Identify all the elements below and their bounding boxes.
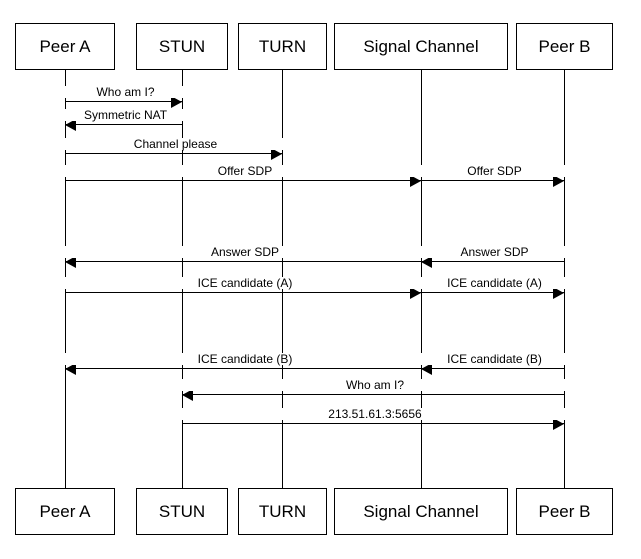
footer-participant-label-signal-channel: Signal Channel	[363, 502, 479, 521]
header-participant-peer-a[interactable]: Peer A	[15, 23, 115, 70]
footer-participant-label-peer-b: Peer B	[538, 502, 591, 521]
header-participant-label-peer-b: Peer B	[538, 37, 591, 56]
arrowhead-right-icon-m13	[553, 418, 564, 430]
message-label-m2: Symmetric NAT	[65, 109, 186, 121]
header-participant-label-signal-channel: Signal Channel	[363, 37, 479, 56]
message-line-m10[interactable]	[421, 368, 564, 369]
footer-participant-label-peer-a: Peer A	[39, 502, 91, 521]
arrowhead-left-icon-m6	[421, 256, 432, 268]
arrowhead-right-icon-m5	[553, 175, 564, 187]
arrowhead-left-icon-m11	[65, 363, 76, 375]
footer-participant-turn[interactable]: TURN	[238, 488, 327, 535]
footer-participant-label-turn: TURN	[258, 502, 307, 521]
arrowhead-right-icon-m4	[410, 175, 421, 187]
header-participant-turn[interactable]: TURN	[238, 23, 327, 70]
message-line-m6[interactable]	[421, 261, 564, 262]
arrowhead-left-icon-m2	[65, 119, 76, 131]
message-line-m11[interactable]	[65, 368, 421, 369]
footer-participant-signal-channel[interactable]: Signal Channel	[334, 488, 508, 535]
arrowhead-left-icon-m10	[421, 363, 432, 375]
footer-participant-peer-b[interactable]: Peer B	[516, 488, 613, 535]
message-label-m13: 213.51.61.3:5656	[182, 408, 568, 420]
message-label-m7: Answer SDP	[65, 246, 425, 258]
arrowhead-left-icon-m12	[182, 389, 193, 401]
arrowhead-right-icon-m8	[410, 287, 421, 299]
message-label-m9: ICE candidate (A)	[421, 277, 568, 289]
message-line-m7[interactable]	[65, 261, 421, 262]
header-participant-label-peer-a: Peer A	[39, 37, 91, 56]
message-label-m4: Offer SDP	[65, 165, 425, 177]
message-line-m12[interactable]	[182, 394, 564, 395]
message-line-m3[interactable]	[65, 153, 282, 154]
message-line-m9[interactable]	[421, 292, 564, 293]
message-line-m13[interactable]	[182, 423, 564, 424]
message-label-m6: Answer SDP	[421, 246, 568, 258]
footer-participant-label-stun: STUN	[158, 502, 206, 521]
header-participant-signal-channel[interactable]: Signal Channel	[334, 23, 508, 70]
message-line-m2[interactable]	[65, 124, 182, 125]
message-label-m12: Who am I?	[182, 379, 568, 391]
message-line-m4[interactable]	[65, 180, 421, 181]
message-label-m10: ICE candidate (B)	[421, 353, 568, 365]
message-label-m5: Offer SDP	[421, 165, 568, 177]
arrowhead-right-icon-m1	[171, 96, 182, 108]
message-label-m1: Who am I?	[65, 86, 186, 98]
footer-participant-stun[interactable]: STUN	[136, 488, 228, 535]
footer-participant-peer-a[interactable]: Peer A	[15, 488, 115, 535]
message-label-m11: ICE candidate (B)	[65, 353, 425, 365]
arrowhead-right-icon-m9	[553, 287, 564, 299]
message-line-m1[interactable]	[65, 101, 182, 102]
header-participant-stun[interactable]: STUN	[136, 23, 228, 70]
header-participant-peer-b[interactable]: Peer B	[516, 23, 613, 70]
message-label-m8: ICE candidate (A)	[65, 277, 425, 289]
message-line-m5[interactable]	[421, 180, 564, 181]
arrowhead-left-icon-m7	[65, 256, 76, 268]
header-participant-label-turn: TURN	[258, 37, 307, 56]
message-line-m8[interactable]	[65, 292, 421, 293]
message-label-m3: Channel please	[65, 138, 286, 150]
arrowhead-right-icon-m3	[271, 148, 282, 160]
header-participant-label-stun: STUN	[158, 37, 206, 56]
